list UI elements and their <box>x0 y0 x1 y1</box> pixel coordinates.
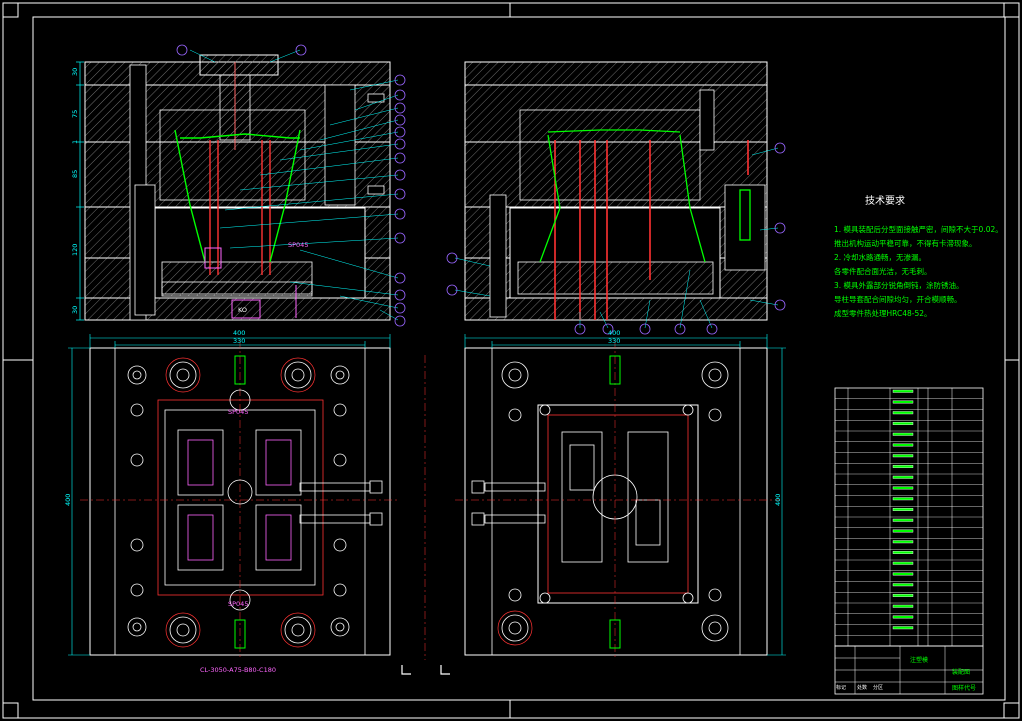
title-block: 注塑模 装配图 图样代号 <box>834 387 984 695</box>
title-label-zone: 分区 <box>873 685 884 691</box>
bom-cell-text <box>892 561 914 565</box>
notes-line-6: 导柱导套配合间隙均匀，开合模顺畅。 <box>834 295 962 304</box>
bom-cell-text <box>892 594 914 597</box>
side-section-view <box>446 61 786 335</box>
bom-cell-text <box>892 475 914 479</box>
plan-left-label-sp045-bottom: SP045 <box>228 600 248 608</box>
plan-right-dim-330: 330 <box>608 337 620 345</box>
plan-view-right: 400 330 400 <box>455 329 786 660</box>
bom-cell-text <box>892 518 914 522</box>
notes-line-7: 成型零件热处理HRC48-52。 <box>834 309 932 318</box>
notes-line-2: 推出机构运动平稳可靠，不得有卡滞现象。 <box>834 239 977 248</box>
plan-right-dim-400: 400 <box>608 329 620 337</box>
title-cell-drawing: 装配图 <box>952 668 970 676</box>
front-dim-3: 1 <box>71 140 79 144</box>
bom-cell-text <box>892 583 914 587</box>
bom-cell-text <box>892 626 914 630</box>
bom-cell-text <box>892 604 914 608</box>
title-label-qty: 处数 <box>857 685 868 691</box>
front-dim-5: 120 <box>71 244 79 256</box>
bom-cell-text <box>892 508 914 511</box>
notes-line-4: 各零件配合面光洁，无毛刺。 <box>834 267 932 276</box>
bom-cell-text <box>892 529 914 533</box>
title-cell-name: 注塑模 <box>910 656 928 664</box>
bom-cell-text <box>892 454 914 458</box>
bom-cell-text <box>892 432 914 436</box>
front-label-ko: KO <box>238 306 247 314</box>
bom-cell-text <box>892 422 914 425</box>
bom-cell-text <box>892 486 914 490</box>
plan-right-dim-height: 400 <box>774 494 782 506</box>
notes-title: 技术要求 <box>865 196 905 207</box>
front-section-view: 30 75 1 85 120 30 SP045 KO <box>71 44 406 327</box>
bom-cell-text <box>892 411 914 415</box>
notes-line-1: 1. 模具装配后分型面接触严密，间隙不大于0.02。 <box>834 225 1003 234</box>
title-label-mark: 标记 <box>836 685 847 691</box>
front-label-sp045: SP045 <box>288 241 308 249</box>
notes-line-3: 2. 冷却水路通畅，无渗漏。 <box>834 253 927 262</box>
plan-left-dim-330: 330 <box>233 337 245 345</box>
bom-cell-text <box>892 540 914 544</box>
front-dim-6: 30 <box>71 306 79 314</box>
title-cell-code: 图样代号 <box>952 684 976 692</box>
bom-cell-text <box>892 400 914 404</box>
bom-cell-text <box>892 465 914 468</box>
front-dim-4: 85 <box>71 170 79 178</box>
bom-cell-text <box>892 551 914 554</box>
bom-cell-text <box>892 615 914 619</box>
bom-cell-text <box>892 389 914 393</box>
plan-left-dim-400: 400 <box>233 329 245 337</box>
bom-cell-text <box>892 497 914 501</box>
plan-left-dim-height: 400 <box>64 494 72 506</box>
notes-line-5: 3. 模具外露部分锐角倒钝，涂防锈油。 <box>834 281 964 290</box>
plan-view-left: 400 330 400 SP045 SP045 CL-3050-A75-B80-… <box>64 329 450 675</box>
bom-cell-text <box>892 572 914 576</box>
bom-cell-text <box>892 443 914 447</box>
front-dim-2: 75 <box>71 110 79 118</box>
plan-left-caption: CL-3050-A75-B80-C180 <box>200 666 276 674</box>
plan-left-label-sp045-top: SP045 <box>228 408 248 416</box>
front-dim-1: 30 <box>71 68 79 76</box>
